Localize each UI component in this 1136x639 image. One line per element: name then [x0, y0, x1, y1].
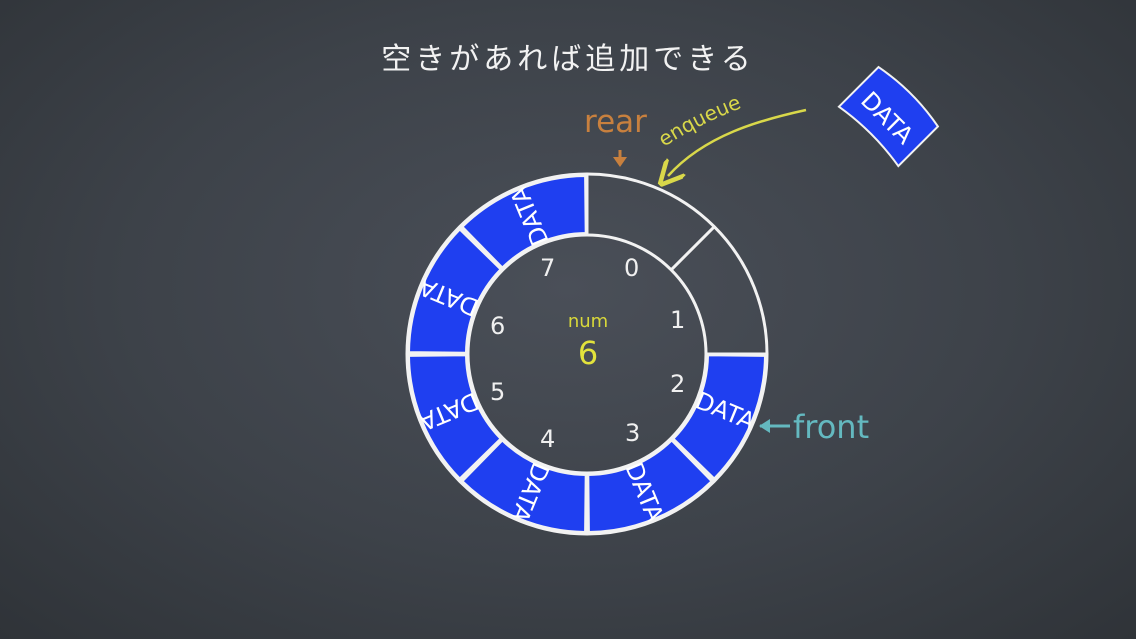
num-label: num: [567, 311, 609, 332]
slot-index-3: 3: [625, 419, 641, 447]
rear-label: rear: [584, 104, 647, 140]
data-block-slot-4: DATA: [461, 439, 587, 534]
data-block-slot-5: DATA: [407, 354, 502, 480]
enqueue-label: enqueue: [654, 90, 744, 151]
ring-divider: [670, 437, 716, 483]
data-block-slot-7: DATA: [461, 174, 587, 269]
ring-divider: [670, 225, 716, 271]
ring-divider: [458, 437, 504, 483]
front-arrow-icon: [759, 419, 770, 433]
slot-index-6: 6: [490, 312, 506, 340]
data-block-slot-6: DATA: [407, 228, 502, 354]
data-block-slot-3: DATA: [587, 439, 713, 534]
ring-dividers: [407, 174, 767, 534]
ring-divider: [458, 225, 504, 271]
slot-index-2: 2: [670, 370, 686, 398]
rear-arrow-icon: [613, 157, 627, 167]
slot-index-4: 4: [540, 425, 556, 453]
slot-index-5: 5: [490, 378, 506, 406]
data-block-slot-2: DATA: [672, 354, 767, 480]
num-value: 6: [577, 334, 599, 372]
slot-index-7: 7: [540, 254, 556, 282]
incoming-data-block: DATA: [837, 65, 940, 168]
slot-index-1: 1: [670, 306, 686, 334]
incoming-data-shape: DATA: [837, 65, 940, 168]
enqueue-arrow-icon: [668, 108, 807, 176]
front-label: front: [793, 408, 870, 446]
slot-index-0: 0: [624, 254, 640, 282]
slide-title: 空きがあれば追加できる: [381, 42, 755, 77]
